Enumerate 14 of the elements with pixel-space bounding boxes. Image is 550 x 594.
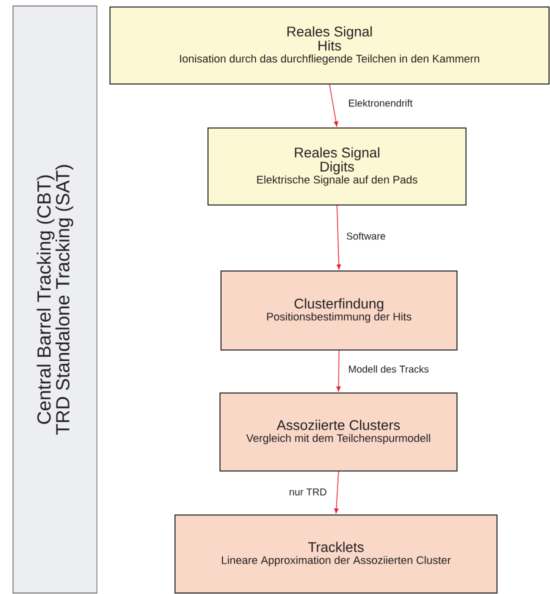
edge-label: Software — [346, 232, 386, 240]
edge-label: Elektronendrift — [349, 99, 413, 107]
edge-label: Modell des Tracks — [349, 365, 429, 373]
process-box: Assoziierte Clusters Vergleich mit dem Teilchenspurmodell — [220, 392, 458, 472]
arrow — [334, 471, 339, 514]
process-box: Reales Signal Hits Ionisation durch das durchfliegende Teilchen in den Kammern — [110, 6, 550, 84]
process-box: Tracklets Lineare Approximation der Assoziierten Cluster — [174, 514, 498, 594]
band: Central Barrel Tracking (CBT) TRD Standalone Tracking (SAT) — [12, 6, 98, 594]
arrow — [336, 350, 341, 392]
arrow — [329, 84, 338, 126]
arrow — [336, 205, 341, 270]
edge-label: nur TRD — [290, 488, 326, 496]
process-box: Reales Signal Digits Elektrische Signale auf den Pads — [208, 128, 466, 206]
process-box: Clusterfindung Positionsbestimmung der Hits — [220, 270, 458, 350]
